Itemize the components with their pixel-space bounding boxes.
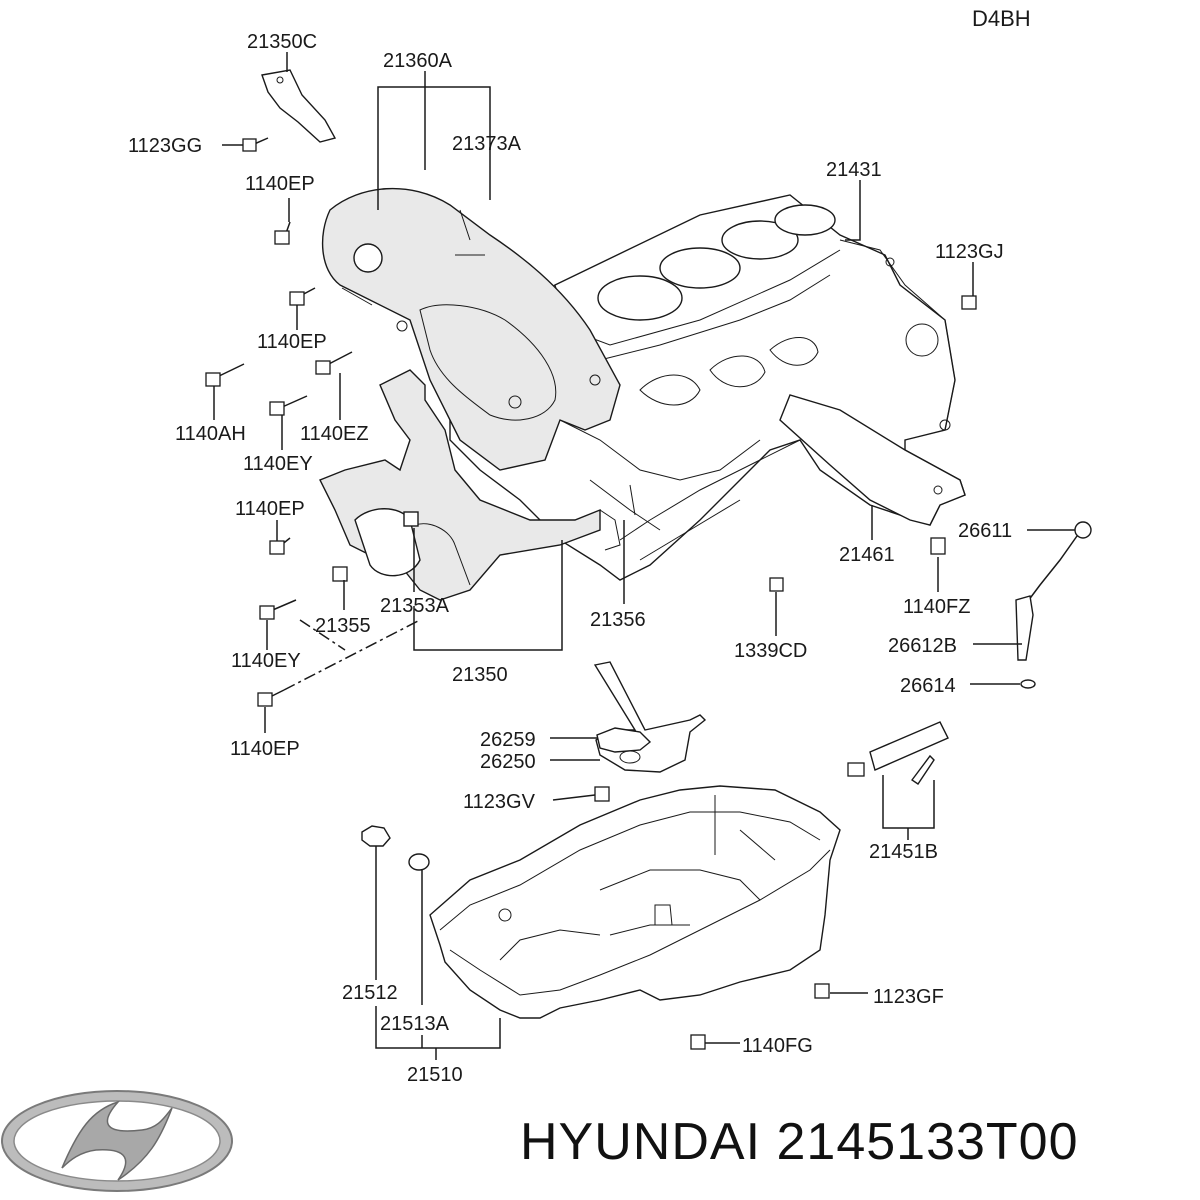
part-label-1123gf: 1123GF bbox=[873, 986, 944, 1008]
oil-pan-drawing bbox=[429, 785, 841, 1019]
part-label-21356: 21356 bbox=[590, 609, 646, 631]
part-label-21451b: 21451B bbox=[869, 841, 938, 863]
part-label-1123gg: 1123GG bbox=[128, 135, 202, 157]
engine-code-label: D4BH bbox=[972, 6, 1031, 31]
part-label-21350c: 21350C bbox=[247, 31, 317, 53]
part-label-21461: 21461 bbox=[839, 544, 895, 566]
part-label-1140ey-1: 1140EY bbox=[243, 453, 313, 475]
part-label-1123gv: 1123GV bbox=[463, 791, 536, 813]
part-label-26259: 26259 bbox=[480, 729, 536, 751]
part-label-21510: 21510 bbox=[407, 1064, 463, 1086]
footer-part-caption: HYUNDAI 2145133T00 bbox=[520, 1113, 1079, 1171]
hyundai-logo bbox=[1, 1090, 233, 1192]
part-label-1140fg: 1140FG bbox=[742, 1035, 813, 1057]
part-label-21353a: 21353A bbox=[380, 595, 450, 617]
engine-block-drawing bbox=[449, 194, 966, 581]
part-label-26250: 26250 bbox=[480, 751, 536, 773]
part-label-26612b: 26612B bbox=[888, 635, 957, 657]
part-label-1140ey-2: 1140EY bbox=[231, 650, 301, 672]
lower-cover-drawing bbox=[319, 369, 636, 601]
part-label-21512: 21512 bbox=[342, 982, 398, 1004]
part-label-1140ep-1: 1140EP bbox=[245, 173, 315, 195]
oil-screen-drawing bbox=[593, 661, 707, 773]
dipstick-drawing bbox=[1015, 521, 1092, 689]
part-label-1339cd: 1339CD bbox=[734, 640, 807, 662]
bracket-21350c bbox=[261, 69, 337, 143]
part-label-21431: 21431 bbox=[826, 159, 882, 181]
part-label-21373a: 21373A bbox=[452, 133, 522, 155]
part-label-1140ez: 1140EZ bbox=[300, 423, 369, 445]
part-label-1140ep-3: 1140EP bbox=[235, 498, 305, 520]
sealant-tube-drawing bbox=[847, 721, 949, 785]
washer-drawing bbox=[408, 853, 430, 871]
part-label-1140ep-2: 1140EP bbox=[257, 331, 327, 353]
part-label-26611: 26611 bbox=[958, 520, 1012, 542]
part-label-1140fz: 1140FZ bbox=[903, 596, 970, 618]
timing-cover-drawing bbox=[321, 187, 621, 471]
bolt-icons bbox=[205, 137, 977, 1050]
part-label-1140ah: 1140AH bbox=[175, 423, 246, 445]
part-label-21355: 21355 bbox=[315, 615, 371, 637]
part-label-21513a: 21513A bbox=[380, 1013, 450, 1035]
part-label-1123gj: 1123GJ bbox=[935, 241, 1004, 263]
part-label-21360a: 21360A bbox=[383, 50, 453, 72]
part-label-21350: 21350 bbox=[452, 664, 508, 686]
leader-lines bbox=[213, 52, 1075, 1060]
part-label-26614: 26614 bbox=[900, 675, 956, 697]
part-label-1140ep-4: 1140EP bbox=[230, 738, 300, 760]
drain-plug-drawing bbox=[361, 825, 391, 847]
